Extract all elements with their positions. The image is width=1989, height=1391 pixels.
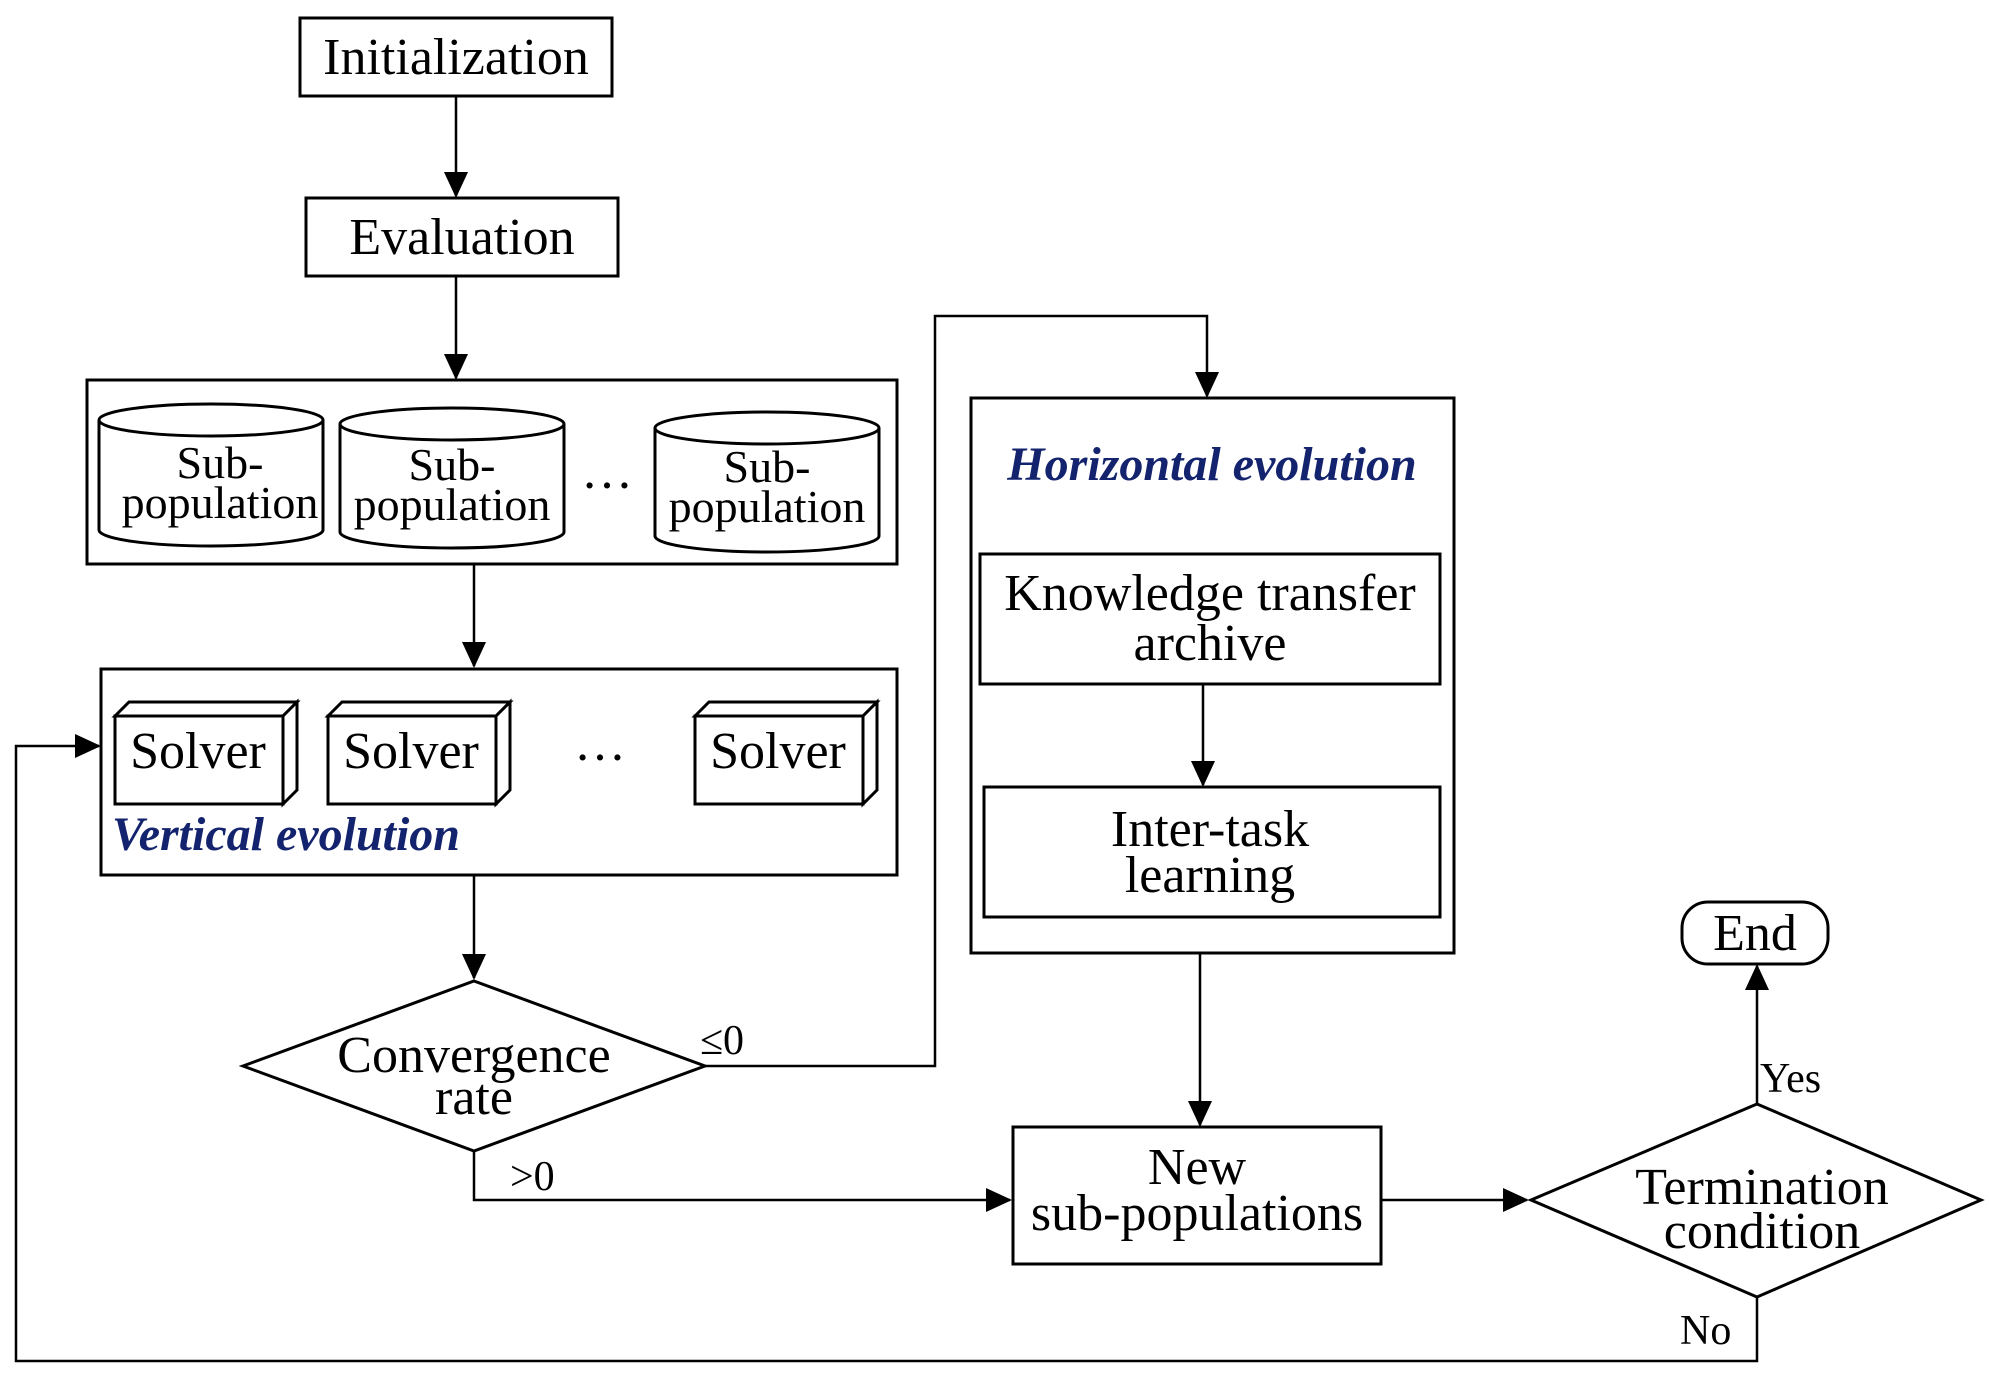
knowledge-transfer-archive-node: Knowledge transfer archive (978, 552, 1442, 686)
termination-condition-decision: Termination condition (1527, 1102, 1985, 1299)
arrow-convergence-to-horizontal (705, 314, 1219, 1068)
evaluation-label: Evaluation (349, 209, 574, 266)
subpopulation-label-line1: Sub- (177, 437, 264, 488)
solver-label: Solver (710, 723, 846, 780)
arrow-convergence-to-new-subpops (472, 1151, 1012, 1212)
subpopulation-cylinder: Sub- population (338, 406, 566, 550)
solver-ellipsis: … (574, 715, 626, 772)
new-subpops-label-line2: sub-populations (1031, 1185, 1363, 1242)
end-label: End (1713, 905, 1797, 962)
edge-label-gt-zero: >0 (510, 1154, 555, 1200)
subpopulation-cylinder: Sub- population (653, 410, 881, 554)
subpopulation-label-line2: population (354, 479, 551, 530)
initialization-label: Initialization (323, 29, 589, 86)
evaluation-node: Evaluation (304, 196, 620, 278)
subpopulation-label-line1: Sub- (409, 439, 496, 490)
subpopulation-ellipsis: … (581, 443, 633, 500)
solver-label: Solver (343, 723, 479, 780)
knowledge-transfer-label-line2: archive (1133, 615, 1286, 672)
inter-task-label-line1: Inter-task (1111, 801, 1309, 858)
new-subpops-label-line1: New (1148, 1139, 1247, 1196)
convergence-label-line1: Convergence (337, 1027, 610, 1084)
initialization-node: Initialization (298, 16, 614, 98)
inter-task-label-line2: learning (1125, 847, 1295, 904)
subpopulation-label-line2: population (122, 477, 319, 528)
solver-block: Solver (324, 698, 514, 808)
convergence-label-line2: rate (435, 1069, 513, 1126)
termination-label-line1: Termination (1635, 1159, 1888, 1216)
subpopulation-label-line2: population (669, 481, 866, 532)
arrow-termination-loop-back (14, 734, 1759, 1363)
vertical-evolution-container: Solver Solver … Solver Vertical evolutio… (99, 667, 899, 877)
subpopulation-container: Sub- population Sub- population … Sub- p… (85, 378, 899, 566)
new-subpopulations-node: New sub-populations (1011, 1125, 1383, 1266)
horizontal-evolution-container: Horizontal evolution Knowledge transfer … (969, 396, 1456, 955)
subpopulation-label-line1: Sub- (724, 441, 811, 492)
termination-label-line2: condition (1664, 1203, 1860, 1260)
knowledge-transfer-label-line1: Knowledge transfer (1004, 565, 1416, 622)
subpopulation-cylinder: Sub- population (97, 402, 325, 548)
solver-label: Solver (130, 723, 266, 780)
convergence-rate-decision: Convergence rate (238, 979, 710, 1153)
solver-block: Solver (111, 698, 301, 808)
edge-label-no: No (1680, 1308, 1731, 1354)
edge-label-le-zero: ≤0 (700, 1018, 744, 1064)
end-node: End (1680, 900, 1830, 966)
solver-block: Solver (691, 698, 881, 808)
edge-label-yes: Yes (1760, 1056, 1821, 1102)
inter-task-learning-node: Inter-task learning (982, 785, 1442, 919)
vertical-evolution-label: Vertical evolution (112, 808, 460, 861)
horizontal-evolution-label: Horizontal evolution (1006, 438, 1416, 491)
